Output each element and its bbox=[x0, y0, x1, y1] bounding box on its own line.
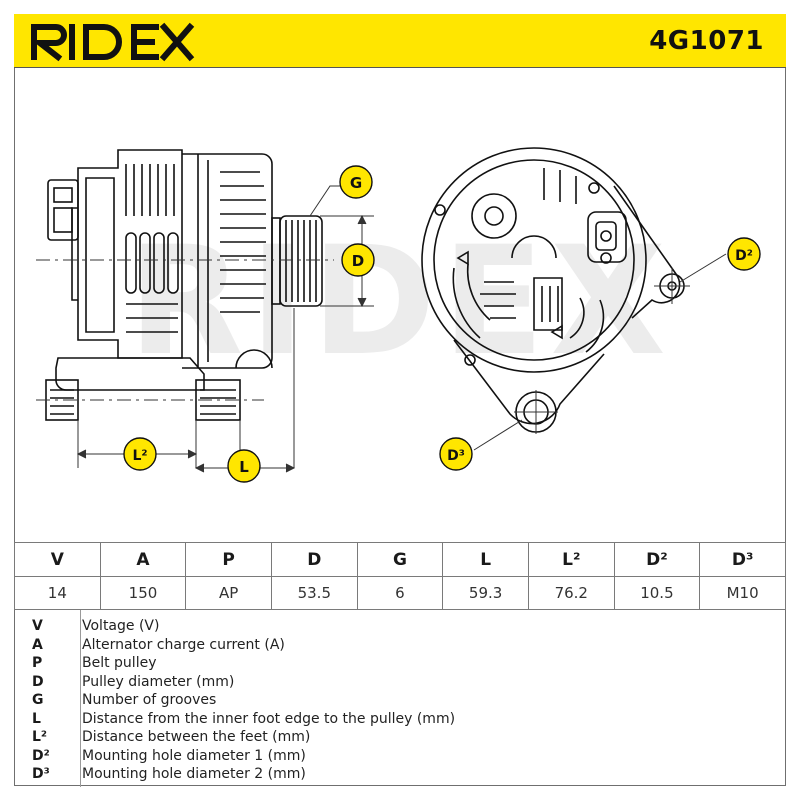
legend-symbol: P bbox=[32, 655, 43, 671]
legend-row: G Number of grooves bbox=[14, 691, 786, 710]
leader-d2 bbox=[679, 253, 727, 283]
legend-row: D Pulley diameter (mm) bbox=[14, 673, 786, 692]
spec-header-cell: P bbox=[185, 542, 272, 577]
spec-value-cell: 76.2 bbox=[527, 576, 615, 610]
spec-value-cell: 6 bbox=[356, 576, 444, 610]
spec-table: V A P D G L L² D² D³ 14 150 AP 53.5 6 59… bbox=[14, 542, 786, 610]
spec-value-cell: 59.3 bbox=[442, 576, 529, 610]
spec-value-cell: M10 bbox=[699, 576, 786, 610]
spec-header-cell: L² bbox=[527, 542, 615, 577]
spec-value-cell: 14 bbox=[14, 576, 101, 610]
legend: V Voltage (V) A Alternator charge curren… bbox=[14, 609, 786, 787]
ridex-logo-graphic bbox=[31, 22, 195, 62]
callout-l-label: L bbox=[239, 458, 249, 476]
spec-header-row: V A P D G L L² D² D³ bbox=[14, 542, 786, 577]
spec-header-cell: V bbox=[14, 542, 101, 577]
spec-header-cell: D bbox=[270, 542, 358, 577]
legend-divider bbox=[80, 610, 81, 787]
spec-header-cell: D³ bbox=[699, 542, 786, 577]
part-number: 4G1071 bbox=[649, 26, 764, 56]
legend-description: Voltage (V) bbox=[82, 618, 160, 634]
legend-description: Mounting hole diameter 2 (mm) bbox=[82, 766, 306, 782]
legend-symbol: D bbox=[32, 673, 44, 690]
legend-row: L Distance from the inner foot edge to t… bbox=[14, 710, 786, 729]
callout-l2-label: L² bbox=[132, 448, 147, 464]
ridex-logo bbox=[28, 19, 218, 68]
spec-header-cell: A bbox=[99, 542, 187, 577]
hole-centerline-2 bbox=[654, 268, 690, 304]
spec-value-cell: AP bbox=[185, 576, 272, 610]
legend-symbol: A bbox=[32, 636, 43, 653]
callout-d2: D² bbox=[727, 237, 761, 271]
legend-description: Distance between the feet (mm) bbox=[82, 729, 311, 745]
legend-description: Alternator charge current (A) bbox=[82, 636, 285, 653]
front-view bbox=[421, 147, 685, 433]
legend-row: D³ Mounting hole diameter 2 (mm) bbox=[14, 765, 786, 784]
legend-row: P Belt pulley bbox=[14, 654, 786, 673]
hole-centerline-1 bbox=[514, 390, 558, 434]
legend-symbol: G bbox=[32, 692, 44, 708]
legend-row: D² Mounting hole diameter 1 (mm) bbox=[14, 747, 786, 766]
legend-description: Number of grooves bbox=[82, 692, 217, 708]
callout-d3-label: D³ bbox=[447, 448, 465, 464]
callout-d: D bbox=[341, 243, 375, 277]
callout-g-label: G bbox=[350, 174, 362, 192]
spec-header-cell: G bbox=[356, 542, 444, 577]
spec-value-cell: 10.5 bbox=[613, 576, 701, 610]
spec-header-cell: L bbox=[442, 542, 529, 577]
legend-symbol: V bbox=[32, 618, 43, 634]
callout-d3: D³ bbox=[439, 437, 473, 471]
legend-description: Distance from the inner foot edge to the… bbox=[82, 710, 456, 727]
leader-d3 bbox=[473, 419, 523, 451]
callout-d2-label: D² bbox=[735, 248, 753, 264]
legend-symbol: D² bbox=[32, 747, 50, 764]
legend-description: Pulley diameter (mm) bbox=[82, 673, 235, 690]
callout-d-label: D bbox=[352, 252, 364, 270]
spec-value-row: 14 150 AP 53.5 6 59.3 76.2 10.5 M10 bbox=[14, 576, 786, 610]
legend-description: Mounting hole diameter 1 (mm) bbox=[82, 747, 306, 764]
leader-g bbox=[309, 185, 342, 217]
spec-header-cell: D² bbox=[613, 542, 701, 577]
callout-l2: L² bbox=[123, 437, 157, 471]
watermark: RIDEX bbox=[128, 215, 672, 389]
legend-symbol: L² bbox=[32, 729, 48, 745]
callout-l: L bbox=[227, 449, 261, 483]
legend-row: A Alternator charge current (A) bbox=[14, 636, 786, 655]
legend-row: V Voltage (V) bbox=[14, 617, 786, 636]
legend-description: Belt pulley bbox=[82, 655, 157, 671]
legend-symbol: D³ bbox=[32, 766, 50, 782]
spec-value-cell: 150 bbox=[99, 576, 187, 610]
header-bar: 4G1071 bbox=[14, 14, 786, 68]
legend-row: L² Distance between the feet (mm) bbox=[14, 728, 786, 747]
callout-g: G bbox=[339, 165, 373, 199]
technical-drawing: RIDEX bbox=[14, 68, 786, 542]
alternator-drawing: RIDEX bbox=[36, 147, 761, 483]
spec-value-cell: 53.5 bbox=[270, 576, 358, 610]
side-view bbox=[45, 149, 323, 421]
legend-symbol: L bbox=[32, 710, 41, 727]
